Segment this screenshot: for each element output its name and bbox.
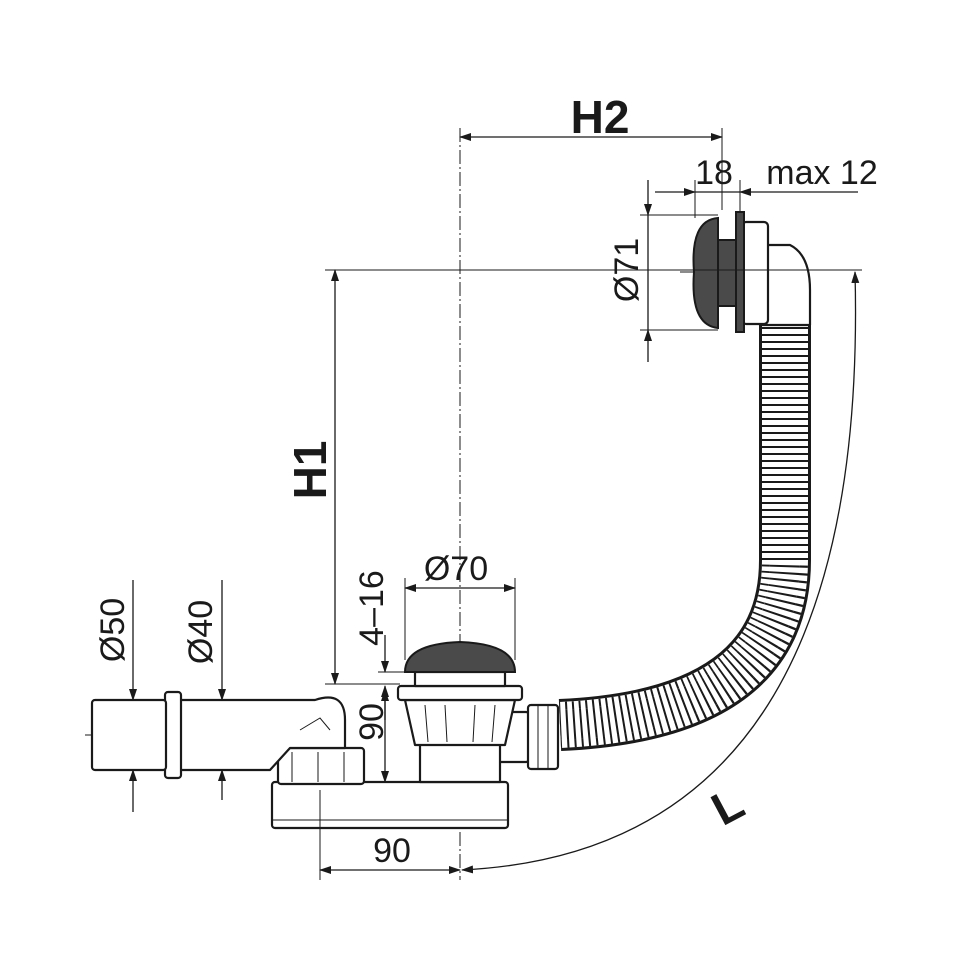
trap-nut xyxy=(276,746,366,786)
outlet-pipe xyxy=(90,690,347,780)
wall-thickness-label: max 12 xyxy=(766,154,878,192)
trap-offset-label: 90 xyxy=(373,832,411,870)
outlet-40-label: Ø40 xyxy=(182,600,220,664)
length-dimension-arc xyxy=(461,271,860,874)
trap-base-plate xyxy=(270,780,510,830)
trap-height-label: 90 xyxy=(353,703,391,741)
overflow-assembly xyxy=(692,211,812,333)
outlet-50-label: Ø50 xyxy=(94,598,132,662)
flexible-hose xyxy=(558,320,811,751)
h1-label: H1 xyxy=(284,441,336,500)
overflow-depth-label: 18 xyxy=(695,154,733,192)
h2-label: H2 xyxy=(571,91,630,143)
length-label: L xyxy=(703,776,752,835)
drain-diameter-label: Ø70 xyxy=(424,550,488,588)
drain-adjust-label: 4–16 xyxy=(353,570,391,646)
